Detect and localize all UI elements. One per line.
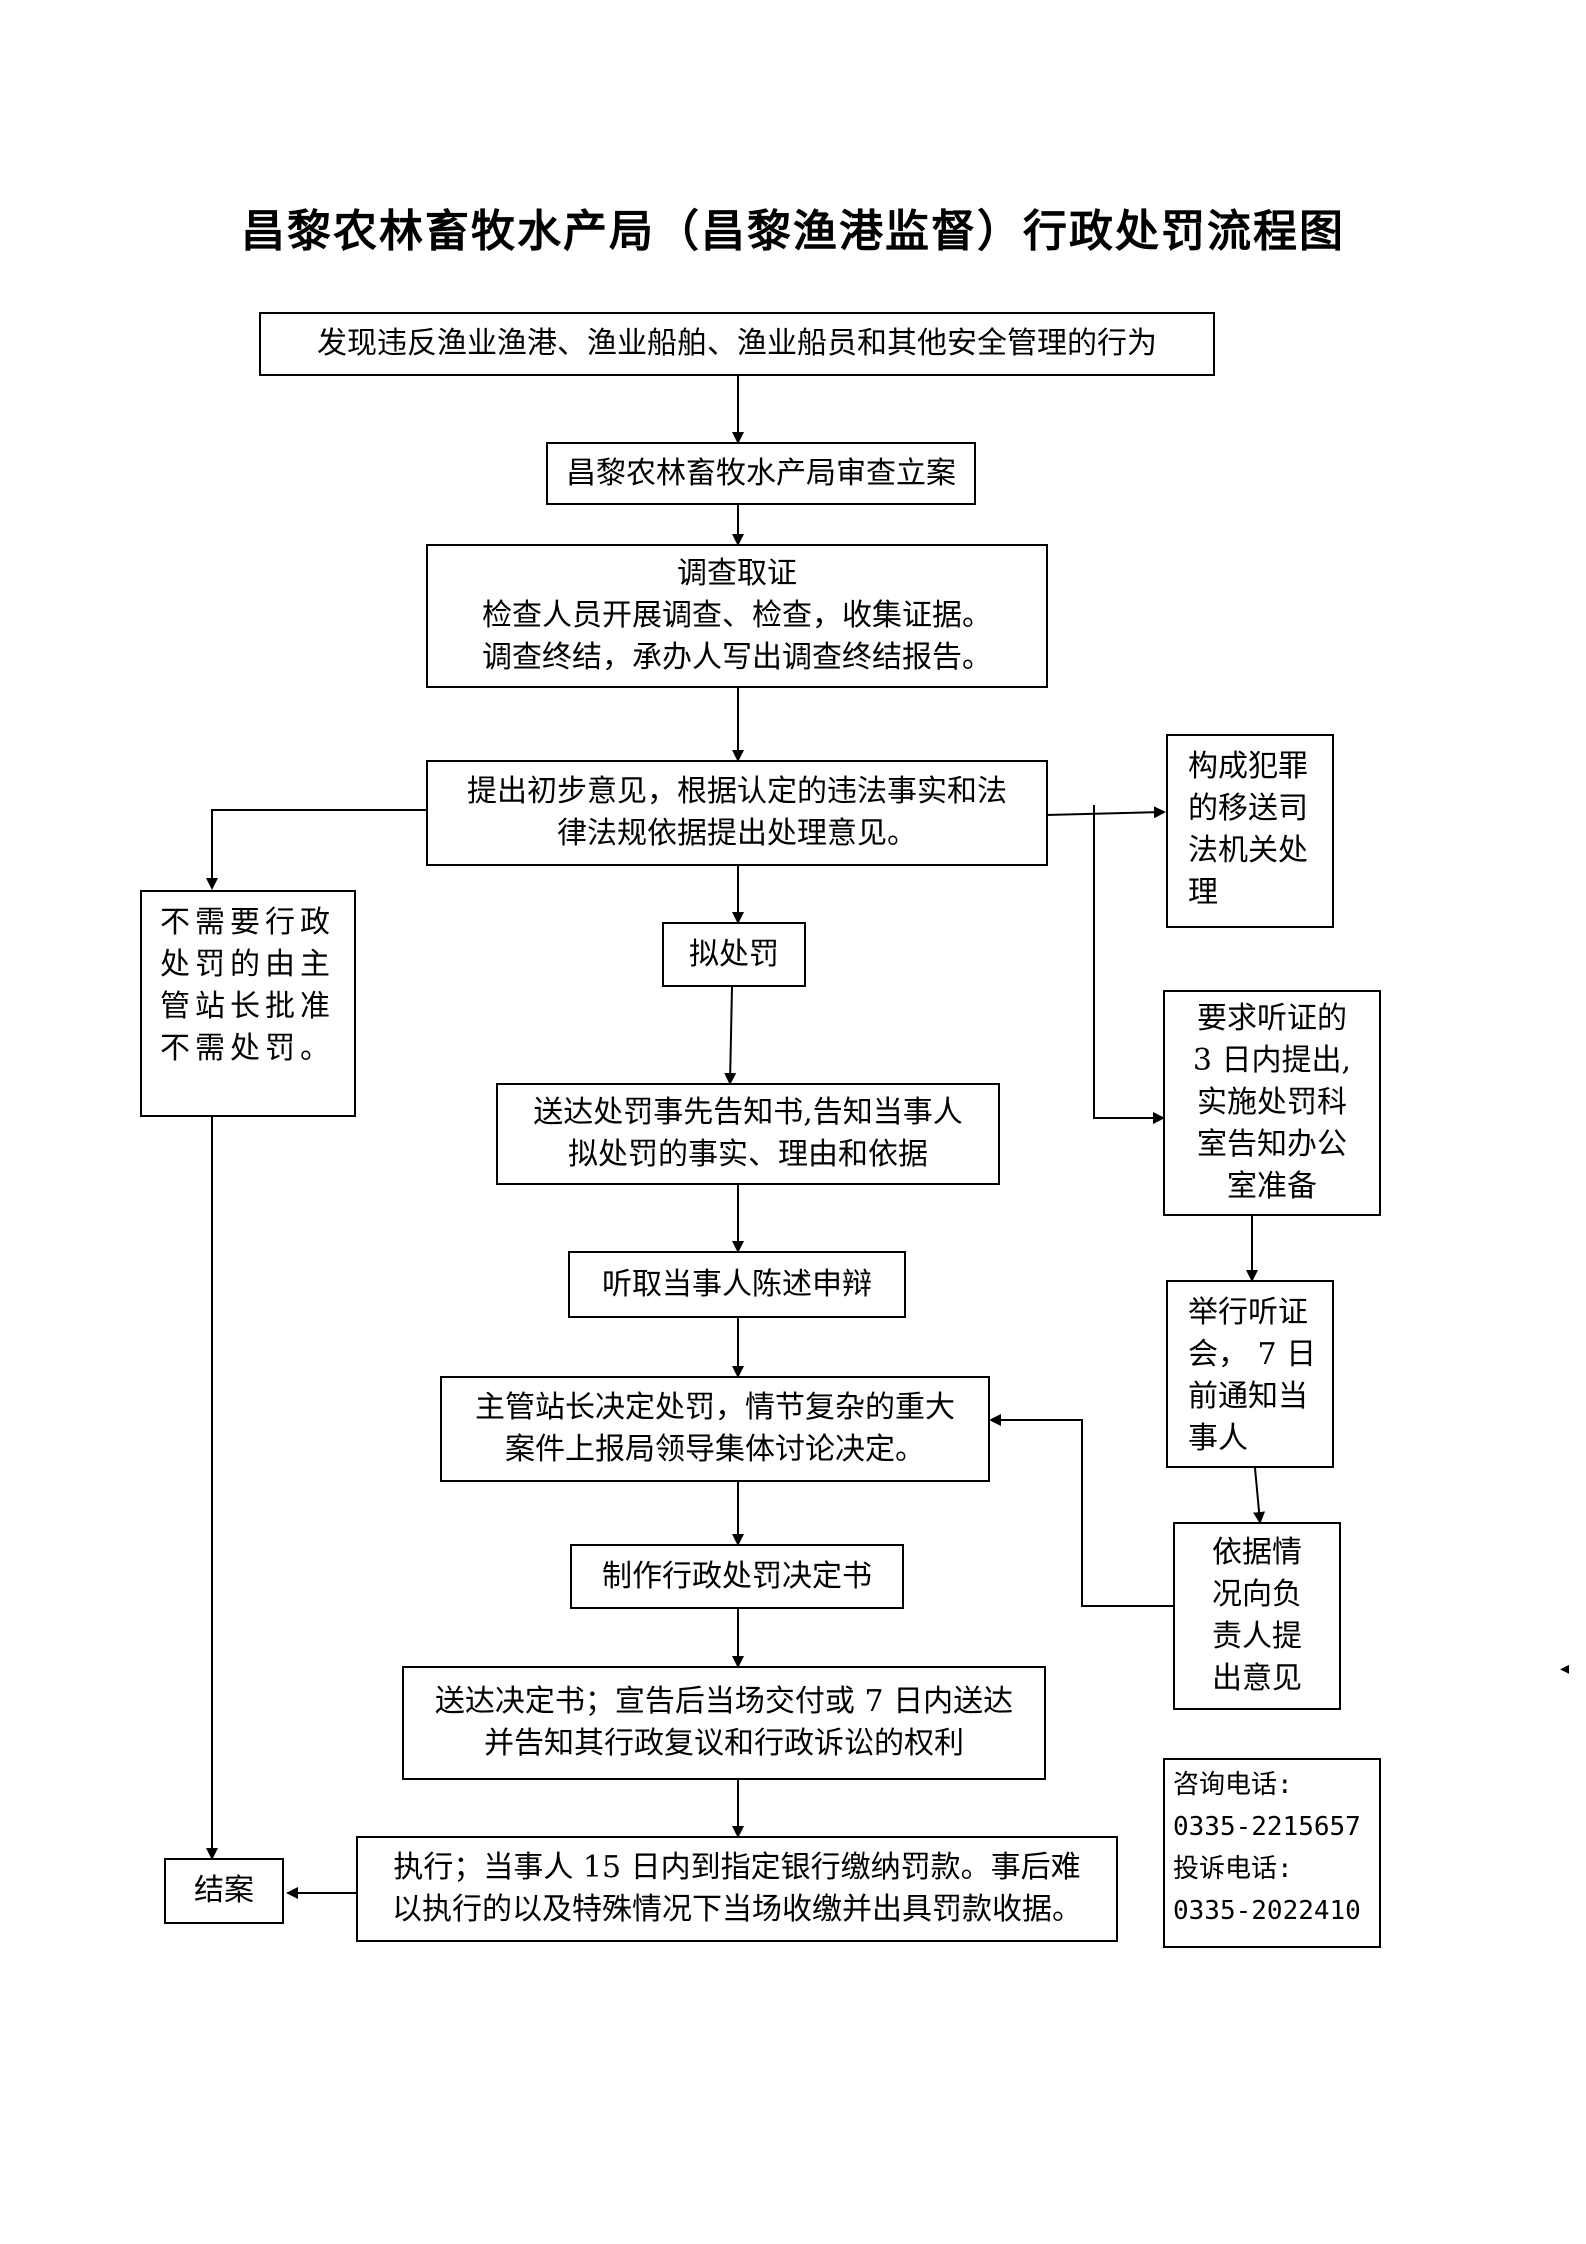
node-text-line: 不需要行政 (160, 905, 335, 940)
node-make-decision: 制作行政处罚决定书 (570, 1544, 904, 1609)
node-text-line: 不需处罚。 (160, 1031, 335, 1066)
node-hearing-request: 要求听证的 3 日内提出, 实施处罚科室告知办公室准备 (1163, 990, 1381, 1216)
node-text-line: 提出初步意见，根据认定的违法事实和法 (467, 774, 1007, 809)
node-execute: 执行；当事人 15 日内到指定银行缴纳罚款。事后难以执行的以及特殊情况下当场收缴… (356, 1836, 1118, 1942)
consult-phone: 0335-2215657 (1173, 1812, 1361, 1842)
node-decide: 主管站长决定处罚，情节复杂的重大案件上报局领导集体讨论决定。 (440, 1376, 990, 1482)
page-title: 昌黎农林畜牧水产局（昌黎渔港监督）行政处罚流程图 (241, 206, 1345, 257)
arrow-opinion-crime (1045, 806, 1166, 819)
node-notice: 送达处罚事先告知书,告知当事人拟处罚的事实、理由和依据 (496, 1083, 1000, 1185)
node-text-line: 送达处罚事先告知书,告知当事人 (533, 1095, 963, 1130)
contact-box: 咨询电话: 0335-2215657 投诉电话: 0335-2022410 (1163, 1758, 1381, 1948)
node-text-line: 并告知其行政复议和行政诉讼的权利 (484, 1726, 964, 1761)
node-text-line: 事人 (1188, 1421, 1248, 1456)
node-statement: 听取当事人陈述申辩 (568, 1251, 906, 1318)
node-propose: 拟处罚 (662, 922, 806, 987)
node-text-line: 以执行的以及特殊情况下当场收缴并出具罚款收据。 (392, 1892, 1082, 1927)
node-text-line: 实施处罚科 (1197, 1085, 1347, 1120)
node-text-line: 制作行政处罚决定书 (602, 1558, 872, 1594)
node-opinion: 提出初步意见，根据认定的违法事实和法律法规依据提出处理意见。 (426, 760, 1048, 866)
node-text-line: 室告知办公 (1197, 1127, 1347, 1162)
node-text-line: 前通知当 (1188, 1379, 1308, 1414)
arrow-propose-notice (724, 986, 737, 1085)
node-hold-hearing: 举行听证会， 7 日前通知当事人 (1166, 1280, 1334, 1468)
node-text-line: 构成犯罪 (1188, 749, 1308, 784)
node-text-line: 拟处罚 (689, 936, 779, 972)
node-text-line: 拟处罚的事实、理由和依据 (568, 1137, 928, 1172)
node-text-line: 3 日内提出, (1192, 1043, 1352, 1078)
node-text-line: 出意见 (1212, 1661, 1302, 1696)
node-text-line: 发现违反渔业渔港、渔业船舶、渔业船员和其他安全管理的行为 (317, 326, 1157, 361)
node-text-line: 主管站长决定处罚，情节复杂的重大 (475, 1390, 955, 1425)
node-text-line: 理 (1188, 875, 1218, 910)
node-text-line: 管站长批准 (160, 989, 335, 1024)
node-discover: 发现违反渔业渔港、渔业船舶、渔业船员和其他安全管理的行为 (259, 312, 1215, 376)
node-text-line: 检查人员开展调查、检查，收集证据。 (482, 598, 992, 633)
arrow-report-decide (989, 1414, 1173, 1607)
node-crime: 构成犯罪的移送司法机关处理 (1166, 734, 1334, 928)
node-text-line: 调查终结，承办人写出调查终结报告。 (482, 640, 992, 675)
node-text-line: 送达决定书；宣告后当场交付或 7 日内送达 (434, 1684, 1014, 1719)
node-text-line: 执行；当事人 15 日内到指定银行缴纳罚款。事后难 (393, 1850, 1081, 1885)
node-text-line: 案件上报局领导集体讨论决定。 (505, 1432, 925, 1467)
node-register: 昌黎农林畜牧水产局审查立案 (546, 442, 976, 505)
node-text-line: 律法规依据提出处理意见。 (557, 816, 917, 851)
node-text-line: 处罚的由主 (160, 947, 335, 982)
node-text-line: 况向负 (1212, 1577, 1302, 1612)
node-report: 依据情况向负责人提出意见 (1173, 1522, 1341, 1710)
node-deliver: 送达决定书；宣告后当场交付或 7 日内送达并告知其行政复议和行政诉讼的权利 (402, 1666, 1046, 1780)
arrow-hold-report (1253, 1467, 1266, 1524)
node-text-line: 室准备 (1227, 1169, 1317, 1204)
node-text-line: 的移送司 (1188, 791, 1308, 826)
node-no-penalty: 不需要行政处罚的由主管站长批准不需处罚。 (140, 890, 356, 1117)
complaint-phone: 0335-2022410 (1173, 1896, 1361, 1926)
node-text-line: 要求听证的 (1197, 1001, 1347, 1036)
arrow-opinion-no-penalty (206, 809, 426, 890)
consult-label: 咨询电话: (1173, 1770, 1293, 1800)
complaint-label: 投诉电话: (1173, 1854, 1293, 1884)
margin-marker-icon: ◂ (1560, 1658, 1570, 1679)
node-text-line: 法机关处 (1188, 833, 1308, 868)
node-investigate: 调查取证检查人员开展调查、检查，收集证据。调查终结，承办人写出调查终结报告。 (426, 544, 1048, 688)
node-close: 结案 (164, 1858, 284, 1924)
node-text-line: 听取当事人陈述申辩 (602, 1266, 872, 1302)
node-text-line: 昌黎农林畜牧水产局审查立案 (566, 455, 956, 491)
node-text-line: 结案 (194, 1873, 254, 1908)
node-text-line: 依据情 (1212, 1535, 1302, 1570)
node-text-line: 调查取证 (677, 556, 797, 591)
node-text-line: 举行听证 (1188, 1295, 1308, 1330)
node-text-line: 会， 7 日 (1188, 1337, 1317, 1372)
node-text-line: 责人提 (1212, 1619, 1302, 1654)
arrow-opinion-hearing (1093, 805, 1165, 1124)
